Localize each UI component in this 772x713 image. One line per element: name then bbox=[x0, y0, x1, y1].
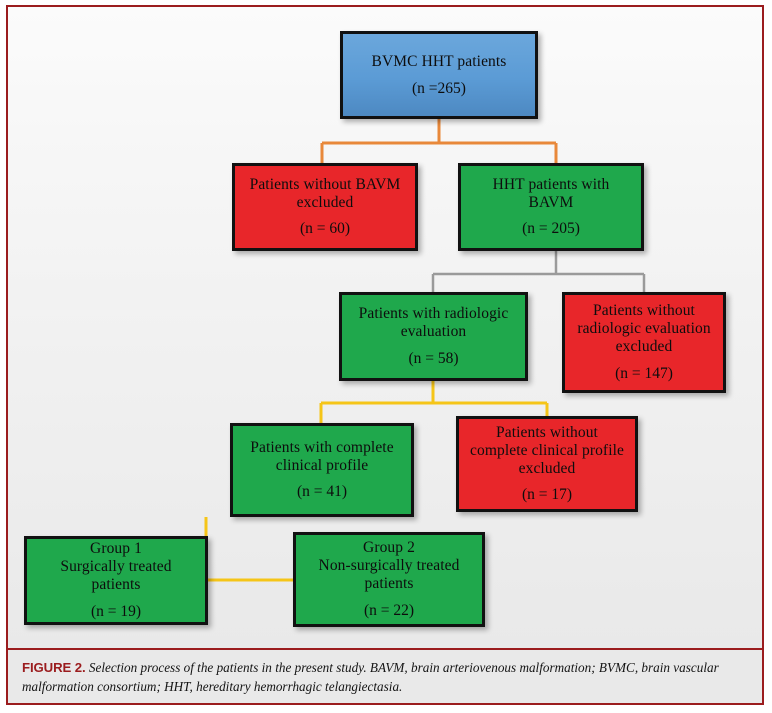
node-count: (n = 22) bbox=[363, 601, 415, 619]
figure-caption-label: FIGURE 2. bbox=[22, 660, 86, 675]
node-group-2-non-surgically-treated[interactable]: Group 2 Non-surgically treated patients … bbox=[293, 532, 485, 627]
node-count: (n =265) bbox=[412, 79, 466, 97]
node-label-line-2: evaluation bbox=[400, 323, 467, 341]
node-patients-without-bavm-excluded[interactable]: Patients without BAVM excluded (n = 60) bbox=[232, 163, 418, 251]
node-count: (n = 58) bbox=[408, 349, 459, 367]
node-count: (n = 19) bbox=[90, 602, 142, 620]
node-patients-with-complete-clinical-profile[interactable]: Patients with complete clinical profile … bbox=[230, 423, 414, 517]
node-group-1-surgically-treated[interactable]: Group 1 Surgically treated patients (n =… bbox=[24, 536, 208, 625]
node-label-line-1: Group 1 bbox=[90, 540, 142, 558]
node-label-line-1: Patients without bbox=[496, 423, 598, 441]
node-label-line-3: patients bbox=[91, 576, 141, 593]
node-label-line-1: HHT patients with bbox=[492, 175, 610, 193]
node-label-line-3: excluded bbox=[518, 459, 576, 477]
node-label-line-2: Non-surgically treated bbox=[318, 557, 460, 575]
node-patients-without-radiologic-evaluation-excluded[interactable]: Patients without radiologic evaluation e… bbox=[562, 292, 726, 393]
figure-caption-band: FIGURE 2. Selection process of the patie… bbox=[8, 648, 762, 703]
connector-gray-group bbox=[431, 251, 646, 292]
node-label-line-1: BVMC HHT patients bbox=[371, 52, 507, 70]
connector-orange-group bbox=[320, 119, 558, 163]
node-label-line-2: clinical profile bbox=[275, 456, 369, 474]
node-label-line-1: Group 2 bbox=[363, 539, 415, 557]
node-count: (n = 41) bbox=[296, 483, 348, 501]
node-label-line-1: Patients without BAVM bbox=[249, 175, 401, 193]
node-label-line-1: Patients with complete bbox=[250, 438, 394, 456]
flowchart-diagram: BVMC HHT patients (n =265) Patients with… bbox=[8, 7, 762, 648]
node-label-line-2: radiologic evaluation bbox=[577, 320, 711, 338]
figure-caption: FIGURE 2. Selection process of the patie… bbox=[22, 659, 748, 696]
node-count: (n = 17) bbox=[521, 486, 573, 504]
figure-frame: BVMC HHT patients (n =265) Patients with… bbox=[6, 5, 764, 705]
node-count: (n = 60) bbox=[299, 220, 351, 238]
node-bvmc-hht-patients[interactable]: BVMC HHT patients (n =265) bbox=[340, 31, 538, 119]
figure-caption-body: Selection process of the patients in the… bbox=[22, 660, 719, 694]
node-label-line-2: Surgically treated bbox=[60, 558, 172, 576]
node-patients-without-complete-clinical-profile-excluded[interactable]: Patients without complete clinical profi… bbox=[456, 416, 638, 512]
node-count: (n = 147) bbox=[615, 364, 673, 382]
node-label-line-2: complete clinical profile bbox=[470, 441, 624, 459]
node-label-line-1: Patients without bbox=[593, 302, 695, 320]
node-hht-patients-with-bavm[interactable]: HHT patients with BAVM (n = 205) bbox=[458, 163, 644, 251]
node-label-line-3: excluded bbox=[615, 338, 673, 355]
node-label-line-3: patients bbox=[364, 575, 414, 592]
node-label-line-2: excluded bbox=[296, 193, 354, 211]
node-label-line-2: BAVM bbox=[528, 193, 574, 211]
node-count: (n = 205) bbox=[522, 220, 580, 238]
node-patients-with-radiologic-evaluation[interactable]: Patients with radiologic evaluation (n =… bbox=[339, 292, 528, 381]
node-label-line-1: Patients with radiologic bbox=[358, 305, 509, 323]
